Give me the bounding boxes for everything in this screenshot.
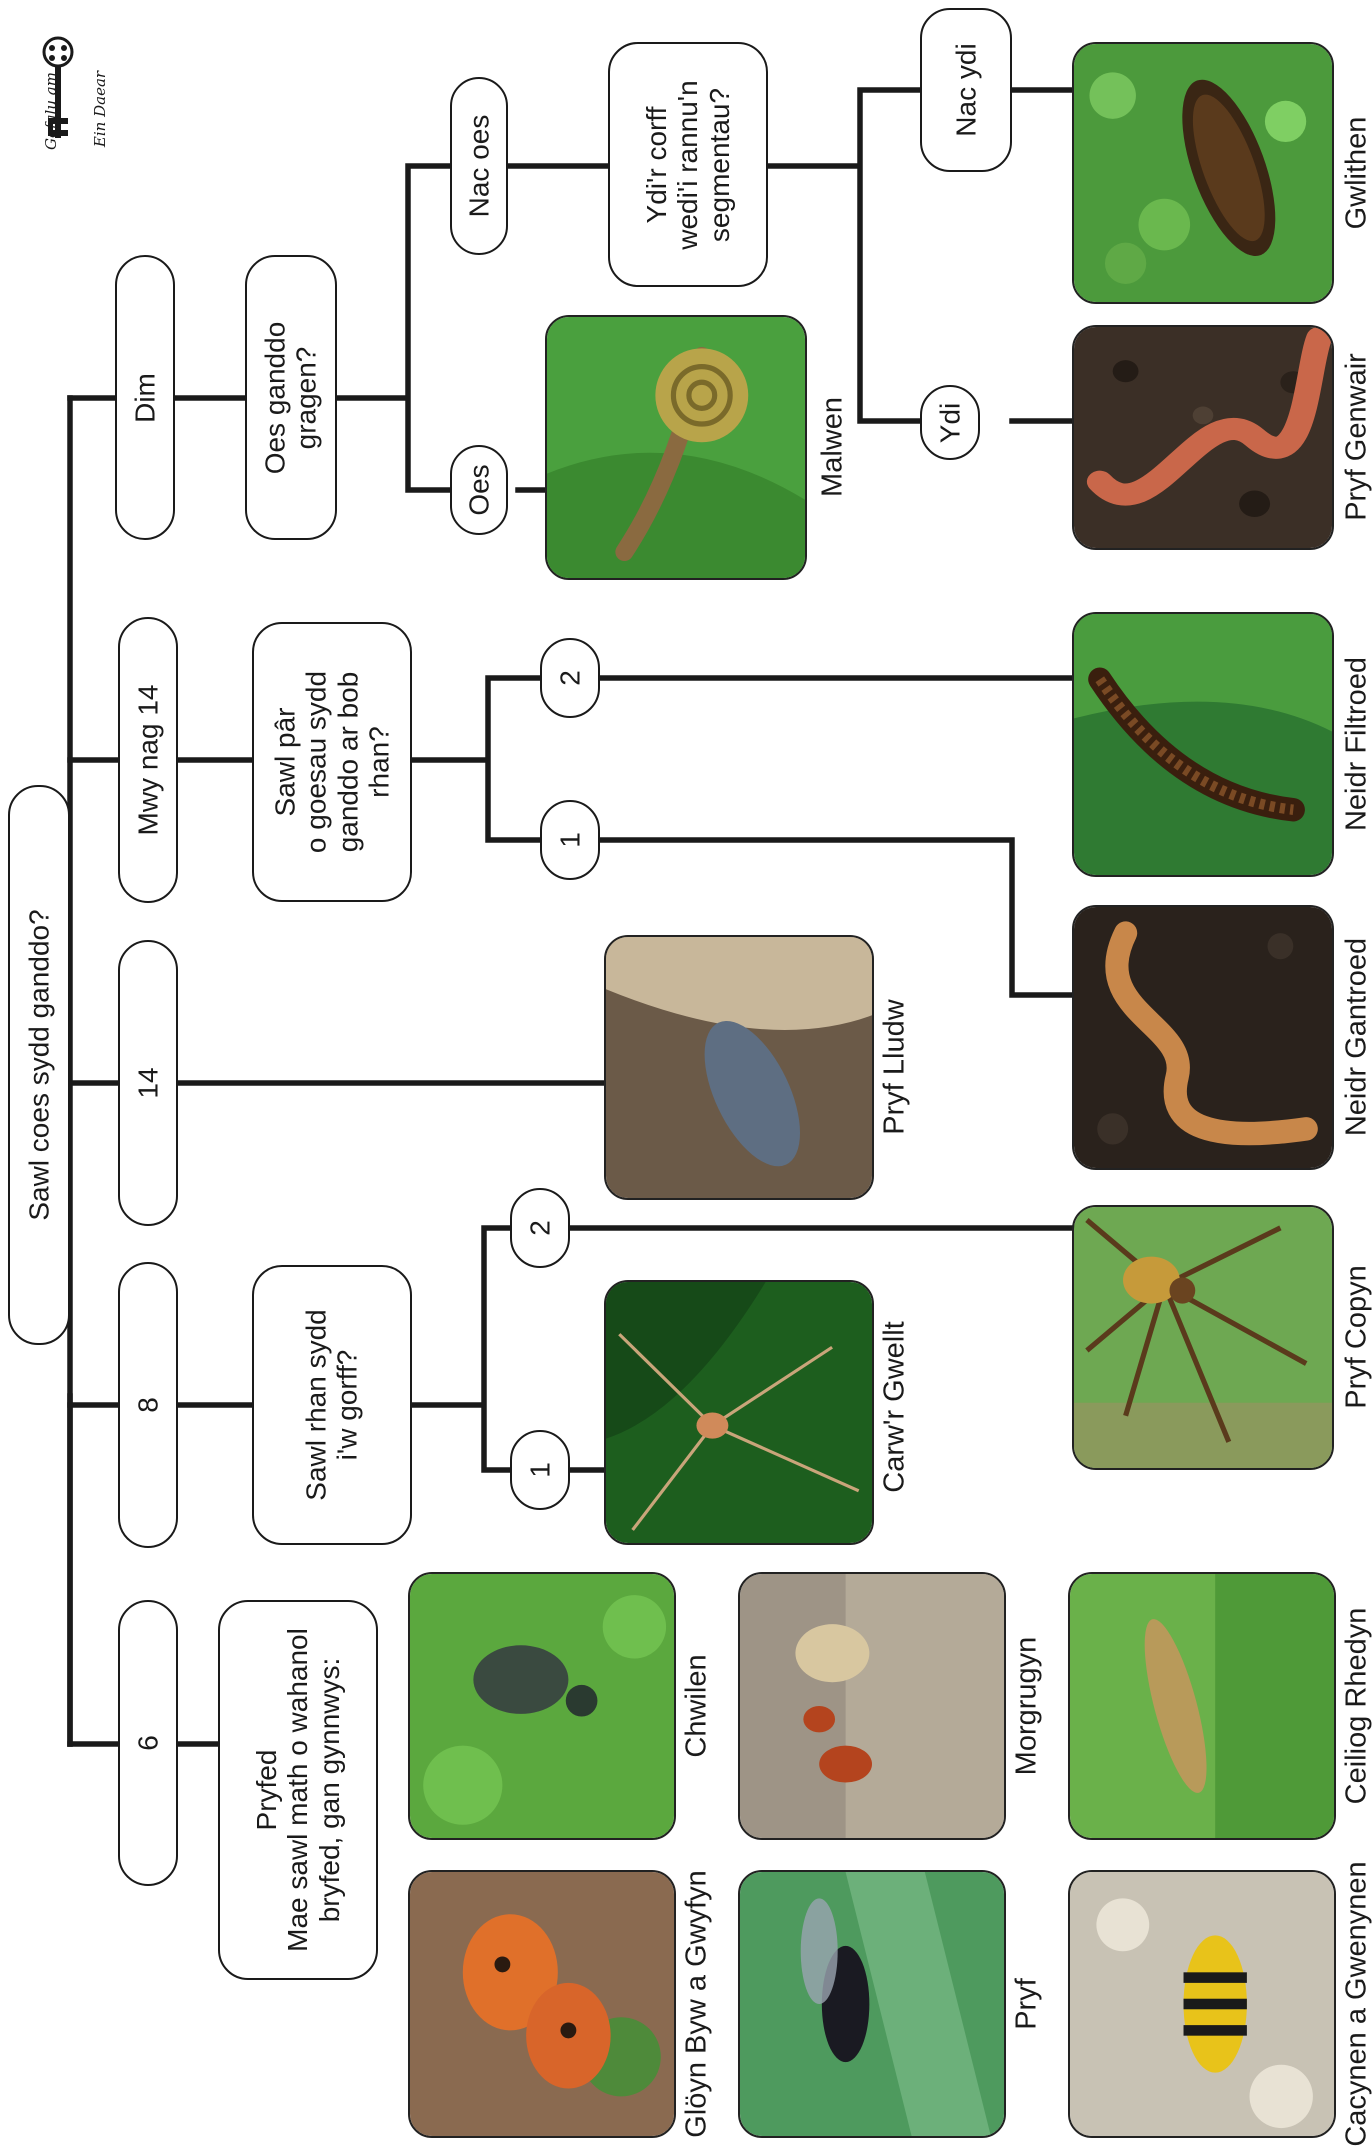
answer-one-part-box: 1 — [510, 1430, 570, 1510]
snail-photo — [545, 315, 807, 580]
wasp-photo — [1068, 1870, 1336, 2138]
answer-nac-oes-box: Nac oes — [450, 77, 508, 255]
label-centipede: Neidr Gantroed — [1341, 938, 1372, 1136]
answer-one-part-label: 1 — [524, 1462, 555, 1478]
answer-nac-ydi-label: Nac ydi — [950, 43, 981, 136]
question-segments-box: Ydi'r corff wedi'i rannu'n segmentau? — [608, 42, 768, 287]
branch-none-box: Dim — [115, 255, 175, 540]
branch-8-box: 8 — [118, 1262, 178, 1548]
branch-6-box: 6 — [118, 1600, 178, 1886]
question-segments-text: Ydi'r corff wedi'i rannu'n segmentau? — [641, 80, 735, 249]
answer-two-parts-box: 2 — [510, 1188, 570, 1268]
branch-none-label: Dim — [129, 373, 160, 423]
butterfly-photo — [408, 1870, 676, 2138]
beetle-photo — [408, 1572, 676, 1840]
branch-14-box: 14 — [118, 940, 178, 1226]
label-woodlouse: Pryf Lludw — [879, 999, 912, 1134]
label-spider: Pryf Copyn — [1341, 1265, 1372, 1408]
label-earthworm: Pryf Genwair — [1341, 353, 1372, 521]
answer-ydi-label: Ydi — [934, 402, 965, 442]
fly-photo — [738, 1870, 1006, 2138]
logo-text-1: Gofalu am — [42, 72, 60, 150]
label-beetle: Chwilen — [681, 1654, 714, 1757]
question-insects-text: Pryfed Mae sawl math o wahanol bryfed, g… — [251, 1628, 345, 1952]
root-question-box: Sawl coes sydd ganddo? — [8, 785, 70, 1345]
root-question-text: Sawl coes sydd ganddo? — [23, 909, 54, 1220]
question-shell-box: Oes ganddo gragen? — [245, 255, 337, 540]
grasshopper-photo — [1068, 1572, 1336, 1840]
ant-photo — [738, 1572, 1006, 1840]
answer-oes-box: Oes — [450, 445, 508, 535]
harvestman-photo — [604, 1280, 874, 1545]
millipede-photo — [1072, 612, 1334, 877]
answer-nac-ydi-box: Nac ydi — [920, 8, 1012, 172]
spider-photo — [1072, 1205, 1334, 1470]
question-leg-pairs-text: Sawl pâr o goesau sydd ganddo ar bob rha… — [269, 671, 394, 853]
label-fly: Pryf — [1011, 1978, 1044, 2030]
question-shell-text: Oes ganddo gragen? — [260, 321, 323, 474]
label-harvestman: Carw'r Gwellt — [879, 1321, 912, 1493]
gofalu-am-ein-daear-logo: Gofalu am Ein Daear — [20, 30, 112, 150]
answer-one-pair-label: 1 — [554, 832, 585, 848]
branch-8-label: 8 — [132, 1397, 163, 1413]
answer-two-pairs-label: 2 — [554, 670, 585, 686]
branch-14-label: 14 — [132, 1067, 163, 1098]
label-butterfly: Glöyn Byw a Gwyfyn — [681, 1870, 714, 2138]
question-leg-pairs-box: Sawl pâr o goesau sydd ganddo ar bob rha… — [252, 622, 412, 902]
woodlouse-photo — [604, 935, 874, 1200]
label-grasshopper: Ceiliog Rhedyn — [1341, 1608, 1372, 1805]
label-ant: Morgrugyn — [1011, 1637, 1044, 1776]
answer-ydi-box: Ydi — [920, 385, 980, 460]
label-millipede: Neidr Filtroed — [1341, 657, 1372, 831]
earthworm-photo — [1072, 325, 1334, 550]
answer-two-parts-label: 2 — [524, 1220, 555, 1236]
answer-nac-oes-label: Nac oes — [463, 115, 494, 218]
answer-one-pair-box: 1 — [540, 800, 600, 880]
label-slug: Gwlithen — [1341, 117, 1372, 230]
logo-text-2: Ein Daear — [91, 71, 109, 147]
answer-two-pairs-box: 2 — [540, 638, 600, 718]
question-insects-box: Pryfed Mae sawl math o wahanol bryfed, g… — [218, 1600, 378, 1980]
question-body-parts-text: Sawl rhan sydd i'w gorff? — [301, 1309, 364, 1500]
centipede-photo — [1072, 905, 1334, 1170]
slug-photo — [1072, 42, 1334, 304]
question-body-parts-box: Sawl rhan sydd i'w gorff? — [252, 1265, 412, 1545]
answer-oes-label: Oes — [463, 464, 494, 515]
branch-6-label: 6 — [132, 1735, 163, 1751]
label-wasp: Cacynen a Gwenynen — [1341, 1861, 1372, 2146]
label-snail: Malwen — [817, 397, 850, 497]
branch-more14-box: Mwy nag 14 — [118, 617, 178, 903]
branch-more14-label: Mwy nag 14 — [132, 685, 163, 836]
